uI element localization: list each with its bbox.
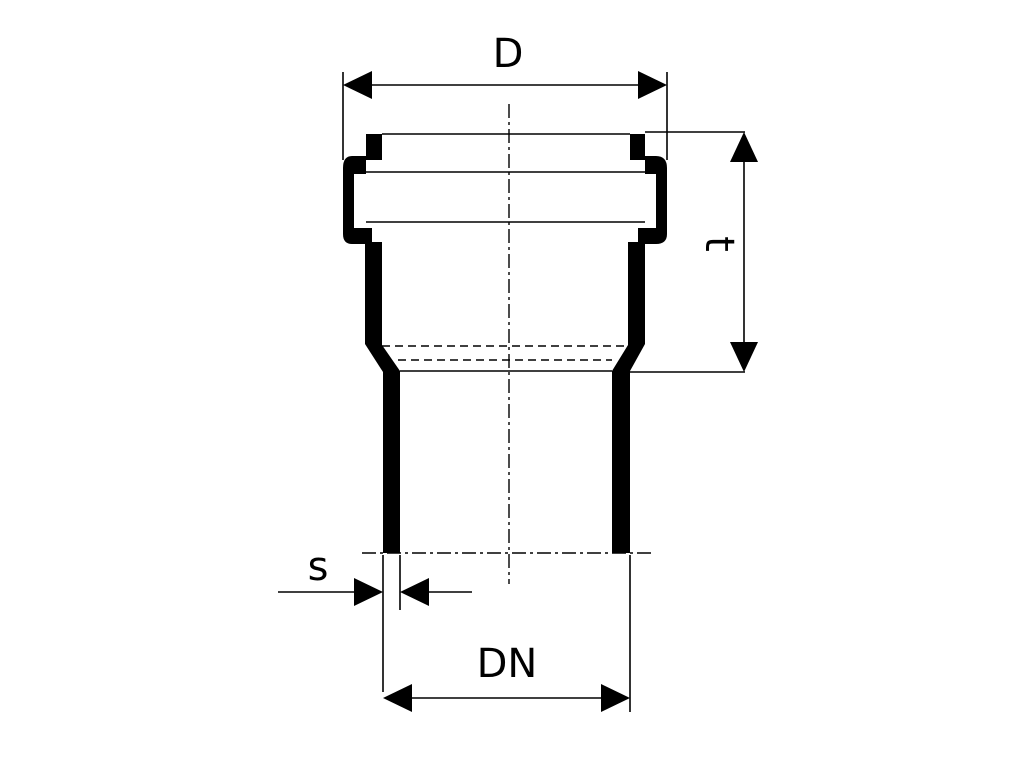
d-label: D — [493, 31, 524, 77]
dimension-t: t — [630, 131, 758, 373]
dn-arrow-right — [601, 684, 630, 712]
t-arrow-top — [730, 132, 758, 162]
inner-lines — [366, 133, 645, 372]
s-label: s — [308, 544, 329, 590]
dimension-d: D — [342, 31, 668, 160]
s-arrow-left — [354, 578, 383, 606]
t-label: t — [696, 236, 742, 252]
dimension-dn: DN — [383, 555, 631, 712]
dimension-s: s — [278, 544, 472, 692]
dn-arrow-left — [383, 684, 412, 712]
dn-label: DN — [477, 641, 538, 687]
d-arrow-left — [343, 71, 372, 99]
t-arrow-bottom — [730, 342, 758, 372]
pipe-body — [343, 134, 667, 553]
s-arrow-right — [400, 578, 429, 606]
right-wall — [612, 134, 667, 553]
d-arrow-right — [638, 71, 667, 99]
left-wall — [343, 134, 400, 553]
